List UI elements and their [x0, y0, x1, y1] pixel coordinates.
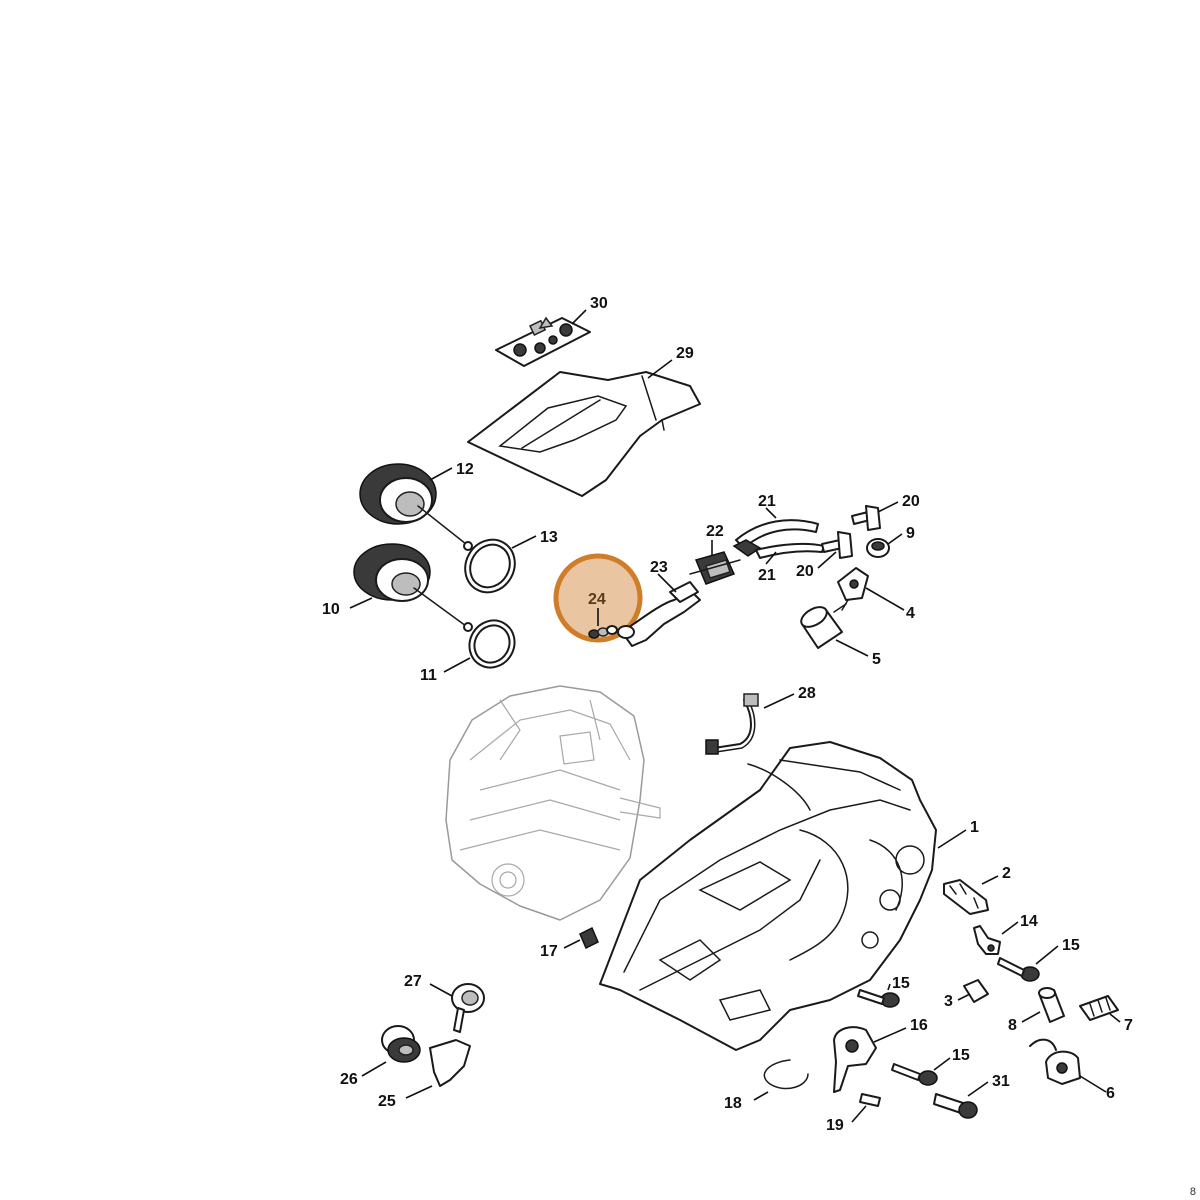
- callout-15-c: 15: [952, 1047, 970, 1064]
- part-17-spring-clip: [763, 1059, 809, 1090]
- callout-6: 6: [1106, 1085, 1115, 1102]
- callout-31: 31: [992, 1073, 1010, 1090]
- part-14-clip: [973, 925, 1001, 955]
- callout-11: 11: [420, 667, 437, 684]
- part-10-fuel-cap: [353, 543, 473, 632]
- callout-1: 1: [970, 819, 979, 836]
- callout-17: 18: [724, 1095, 742, 1112]
- callout-15-b: 15: [892, 975, 910, 992]
- callout-21-bottom: 21: [758, 567, 776, 584]
- corner-mark: 8: [1189, 1186, 1196, 1198]
- callout-23: 23: [650, 559, 668, 576]
- part-21-hose-upper: [735, 519, 819, 549]
- callout-30: 30: [590, 295, 608, 312]
- part-6-tensioner: [1029, 1038, 1081, 1085]
- part-2-stud: [943, 879, 989, 915]
- part-15-screw-b: [857, 989, 900, 1008]
- callout-4: 4: [906, 605, 915, 622]
- engine-ghost: [445, 685, 661, 921]
- part-20-fitting-bottom: [821, 531, 853, 559]
- part-4-bracket: [837, 567, 869, 611]
- callout-3: 3: [944, 993, 953, 1010]
- part-27-valve: [451, 983, 485, 1033]
- part-7-adjuster: [1079, 995, 1119, 1021]
- part-29-sprocket-cover: [467, 371, 701, 497]
- callout-29: 29: [676, 345, 694, 362]
- part-19-grommet: [579, 926, 599, 950]
- part-8-spacer: [1038, 987, 1065, 1023]
- callout-18: 19: [826, 1117, 844, 1134]
- part-15-screw-a: [997, 957, 1040, 982]
- callout-19: 17: [540, 943, 558, 960]
- callout-28: 28: [798, 685, 816, 702]
- part-31-bolt: [933, 1093, 978, 1119]
- callout-8: 8: [1008, 1017, 1017, 1034]
- callout-25: 25: [378, 1093, 396, 1110]
- part-18-screw: [859, 1093, 881, 1107]
- part-13-o-ring: [464, 538, 516, 594]
- callout-20-top: 20: [902, 493, 920, 510]
- part-28-cable: [705, 693, 759, 755]
- callout-9: 9: [906, 525, 915, 542]
- part-1-crankcase: [599, 741, 937, 1051]
- part-21-hose-lower: [732, 539, 825, 559]
- callout-26: 26: [340, 1071, 358, 1088]
- callout-15-a: 15: [1062, 937, 1080, 954]
- part-23-oil-hose: [617, 581, 701, 647]
- callout-20-bottom: 20: [796, 563, 814, 580]
- callout-21-top: 21: [758, 493, 776, 510]
- part-3-sleeve: [963, 979, 989, 1003]
- leader-lines: [349, 309, 1121, 1123]
- callout-2: 2: [1002, 865, 1011, 882]
- callout-16: 16: [910, 1017, 928, 1034]
- part-12-oil-cap: [359, 463, 473, 551]
- callout-22: 22: [706, 523, 724, 540]
- callout-13: 13: [540, 529, 558, 546]
- part-20-fitting-top: [851, 505, 881, 531]
- part-24-fitting: [588, 625, 618, 639]
- callout-10: 10: [322, 601, 340, 618]
- part-24-highlight[interactable]: [553, 553, 643, 643]
- callout-12: 12: [456, 461, 474, 478]
- part-26-primer: [381, 1025, 421, 1063]
- callout-14: 14: [1020, 913, 1038, 930]
- callout-24: 24: [588, 591, 606, 608]
- part-11-o-ring: [468, 619, 516, 669]
- part-25-bracket: [429, 1039, 471, 1087]
- callout-labels: 30 29 12 13 10 11 23 22 21 21 20 20 9 4 …: [322, 295, 1133, 1134]
- part-9-plug: [866, 538, 890, 558]
- part-22-oil-pump: [689, 551, 741, 585]
- callout-5: 5: [872, 651, 881, 668]
- callout-7: 7: [1124, 1017, 1133, 1034]
- part-30-decal: [495, 316, 591, 367]
- part-15-screw-c: [891, 1063, 938, 1086]
- part-16-bracket: [833, 1026, 877, 1093]
- part-5-filter: [800, 603, 847, 649]
- callout-27: 27: [404, 973, 422, 990]
